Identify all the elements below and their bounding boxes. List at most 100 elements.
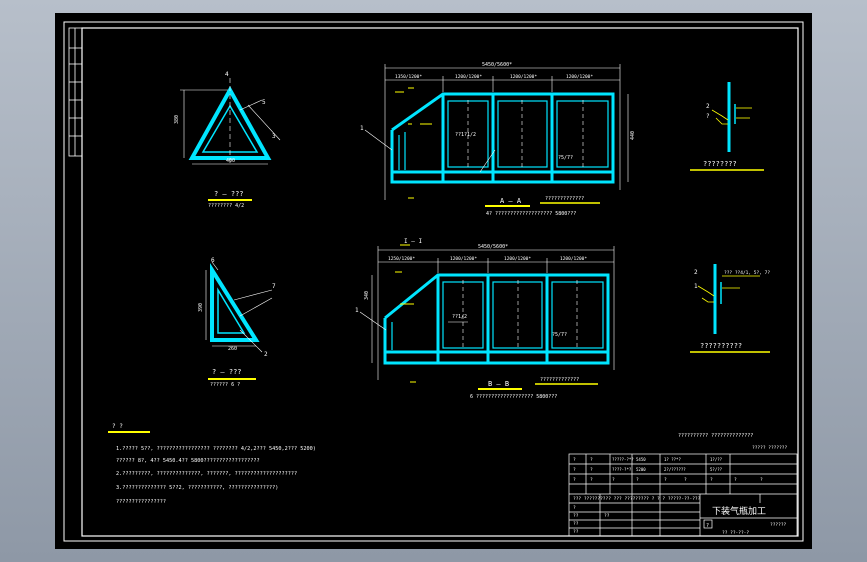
view-a-leader-2: ??1?1/2: [455, 132, 476, 138]
view-a-seg-dim-2: 1200/1200*: [455, 74, 482, 80]
detail-1-weld: [711, 107, 752, 125]
title-logo-box: [703, 519, 713, 529]
detail-2-weld: [697, 275, 760, 303]
view-a-marks: [395, 87, 432, 199]
view-a-section-label: A — A: [500, 197, 522, 205]
tb-r2-c4: 5200: [636, 467, 646, 472]
view-a-seg-dim-1: 1350/1200*: [395, 74, 422, 80]
view-b-section-label: B — B: [488, 380, 509, 388]
tb-r3-c7: ?: [710, 477, 713, 483]
title-top-note-2: ????? ???????: [752, 445, 788, 451]
inner-border: [81, 27, 799, 537]
detail-1[interactable]: 2 ? ????????: [690, 82, 764, 171]
view-a-note: 4? ??????????????????? 5800???: [486, 211, 576, 217]
section-1-label: ? — ???: [214, 190, 244, 198]
detail-1-leader-b: ?: [706, 113, 710, 120]
notes-line-2: ?????? 8?, 4?? 5450.4?? 5800????????????…: [116, 458, 260, 464]
tb-scale: ?: [706, 523, 709, 529]
detail-2-caption: ??????????: [700, 342, 742, 350]
tb-name-row: ??? ?????????? ??? ????????? ? ? ? ?????…: [573, 496, 701, 502]
binding-strip: [68, 27, 83, 157]
view-b-note: 6 ??????????????????? 5800???: [470, 394, 557, 400]
section-2-dim-height: 390: [198, 303, 204, 312]
tb-r3-c8: ?: [734, 477, 737, 483]
tb-r3-c6: ?: [684, 477, 687, 483]
section-1-dim-width: 400: [226, 158, 235, 164]
section-2-triangle[interactable]: 390 260 6 7 2 ? — ??? ?????? 6 ?: [198, 257, 276, 388]
model-space[interactable]: [55, 13, 812, 549]
view-a-seg-dim-3: 1200/1200*: [510, 74, 537, 80]
tb-grid-label-1: ?: [573, 505, 576, 511]
notes-line-4: 3.?????????????? 5??2, ???????????, ????…: [116, 485, 278, 491]
detail-2[interactable]: 2 1 ??? ??4/1, 5?, 7? ??????????: [690, 264, 770, 353]
tb-r1-c3: ?????-?*?: [612, 457, 634, 462]
tb-r3-c4: ?: [636, 477, 639, 483]
view-b-dim-lines: [359, 246, 615, 380]
view-a-leader-3: ?5/7?: [558, 155, 573, 161]
tb-r2-c3: ????-?*?: [612, 467, 632, 472]
drawing-title: 下装气瓶加工: [712, 505, 766, 517]
notes-header: ? ?: [112, 423, 123, 430]
tb-r2-c5: 2?/??????: [664, 467, 686, 472]
section-2-label: ? — ???: [212, 368, 242, 376]
tb-r2-c2: ?: [590, 467, 593, 473]
view-b-leader-2: ??1/2: [452, 314, 467, 320]
tb-r1-c2: ?: [590, 457, 593, 463]
title-block-grid: [568, 453, 798, 537]
section-2-leader-a: 6: [211, 257, 215, 264]
title-block[interactable]: ?????????? ?????????????? ????? ???????: [568, 433, 798, 537]
view-b-leader-3: ?5/7?: [552, 332, 567, 338]
view-b-cut-label: I — I: [404, 238, 422, 245]
view-a-frame: [390, 92, 615, 184]
tb-r3-c2: ?: [590, 477, 593, 483]
tb-r1-c6: 1?/??: [710, 457, 723, 462]
view-b-marks: [395, 244, 416, 383]
notes-line-1: 1.????? 5??, ????????????????? ???????? …: [116, 446, 316, 452]
tb-grid-label-5: ??: [604, 513, 610, 519]
view-b-centerlines: [462, 280, 578, 350]
tb-grid-label-2: ??: [573, 513, 579, 519]
triangle-dims: [180, 89, 281, 165]
section-1-dim-height: 380: [174, 115, 180, 124]
view-a-elevation[interactable]: 5450/5600* 1350/1200* 1200/1200* 1200/12…: [360, 62, 636, 217]
view-a-inner-members: [398, 100, 609, 170]
tb-r1-c5: 1? ??*?: [664, 457, 681, 462]
section-1-triangle[interactable]: 380 400 4 5 3 ? — ??? ???????? 4/2: [174, 71, 281, 209]
tb-r3-c5: ?: [664, 477, 667, 483]
view-b-caption: ?????????????: [540, 377, 579, 383]
general-notes[interactable]: ? ? 1.????? 5??, ????????????????? ?????…: [108, 423, 316, 505]
tb-drawing-no: ?? ??-??-?: [722, 530, 749, 536]
tb-grid-label-4: ??: [573, 529, 579, 535]
detail-1-caption: ????????: [703, 160, 737, 168]
notes-line-5: ????????????????: [116, 499, 166, 505]
view-b-seg-dim-1: 1250/1200*: [388, 256, 415, 262]
section-2-leader-b: 7: [272, 283, 276, 290]
title-top-note: ?????????? ??????????????: [678, 433, 753, 439]
view-a-seg-dim-4: 1200/1200*: [566, 74, 593, 80]
view-a-centerlines: [467, 100, 584, 170]
view-b-elevation[interactable]: I — I 5450/5600* 1250/1200* 1200/1200* 1…: [355, 238, 615, 400]
view-b-seg-dim-2: 1200/1200*: [450, 256, 477, 262]
view-b-seg-dim-4: 1200/1200*: [560, 256, 587, 262]
section-1-leader-a: 4: [225, 71, 229, 78]
view-a-leader-1: 1: [360, 125, 364, 132]
view-b-leader-1: 1: [355, 307, 359, 314]
tb-r1-c4: 5450: [636, 457, 646, 462]
view-b-frame: [383, 273, 610, 365]
section-2-dim-width: 260: [228, 346, 237, 352]
view-a-caption: ?????????????: [545, 196, 584, 202]
section-2-leader-c: 2: [264, 351, 268, 358]
tb-grid-label-3: ??: [573, 521, 579, 527]
detail-2-leader-a: 2: [694, 269, 698, 276]
section-1-leader-b: 5: [262, 99, 266, 106]
section-2-dims: [205, 261, 273, 353]
view-b-seg-dim-3: 1200/1200*: [504, 256, 531, 262]
detail-1-leader-a: 2: [706, 103, 710, 110]
tb-r3-c3: ?: [612, 477, 615, 483]
view-a-height-dim: 440: [630, 131, 636, 140]
view-a-dim-lines: [364, 64, 629, 200]
right-triangle-inner: [217, 287, 246, 334]
section-2-sub: ?????? 6 ?: [210, 382, 240, 388]
view-b-height-dim: 340: [364, 291, 370, 300]
